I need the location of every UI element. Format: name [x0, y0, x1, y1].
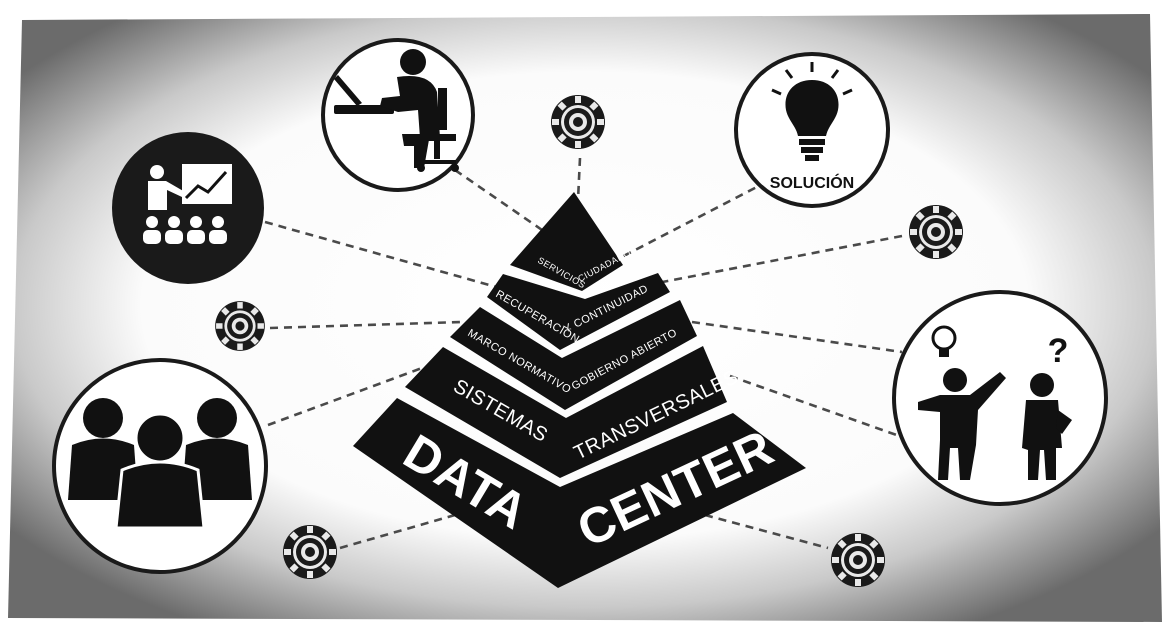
- node-circle: [892, 290, 1108, 506]
- connector-lines: [264, 157, 906, 550]
- group-node: [52, 358, 268, 574]
- solution-node: SOLUCIÓN: [734, 52, 890, 208]
- person-at-computer-icon: [334, 49, 459, 172]
- connector-gear-top: [576, 157, 582, 201]
- pyramid-layer-1: [510, 192, 623, 291]
- connector-question: [691, 320, 903, 354]
- connector-solution: [611, 173, 781, 264]
- svg-text:?: ?: [1048, 332, 1069, 370]
- connector-question-2: [729, 374, 906, 440]
- question-node: ?: [892, 290, 1108, 506]
- gear-icon: [283, 525, 337, 579]
- connector-gear-bottom-right: [704, 513, 829, 550]
- gear-icon: [215, 301, 265, 351]
- connector-presentation: [264, 220, 501, 290]
- presentation-node: [112, 132, 264, 284]
- group-of-people-icon: [68, 398, 252, 530]
- pyramid-layer-4: [405, 346, 727, 478]
- pyramid-layer-2: [487, 273, 670, 350]
- people-idea-question-icon: ?: [918, 325, 1072, 480]
- pyramid-layer-3: [450, 300, 697, 410]
- pyramid-layer-5: [353, 398, 806, 588]
- connector-gear-left: [269, 320, 463, 330]
- node-circle: [321, 38, 475, 192]
- presentation-icon: [143, 164, 232, 244]
- connector-computer: [454, 168, 546, 234]
- gear-icon: [909, 205, 963, 259]
- connector-gear-bottom-left: [339, 513, 456, 550]
- person-at-computer-node: [321, 38, 475, 192]
- gear-icon: [831, 533, 885, 587]
- gear-icon: [551, 95, 605, 149]
- solution-label: SOLUCIÓN: [770, 173, 854, 192]
- node-circle-filled: [112, 132, 264, 284]
- lightbulb-icon: [771, 62, 853, 161]
- connector-gear-right-top: [651, 234, 903, 286]
